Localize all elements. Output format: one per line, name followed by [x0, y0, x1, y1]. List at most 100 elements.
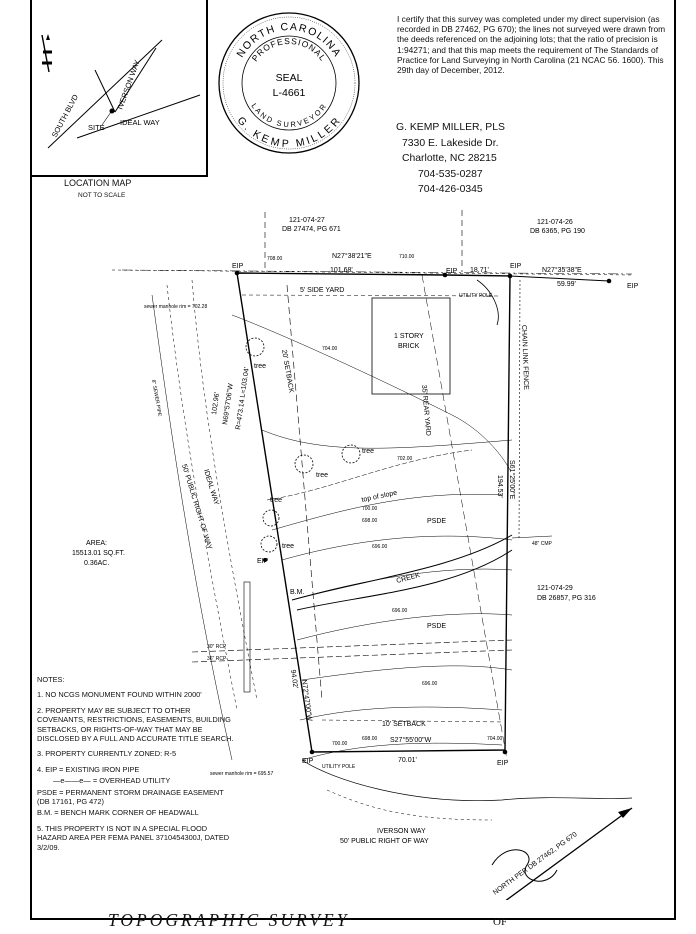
contour-label: 696.00: [392, 608, 408, 614]
contour-label: 700.00: [332, 741, 348, 747]
location-map-title: LOCATION MAP: [64, 178, 132, 188]
note-item: 3. PROPERTY CURRENTLY ZONED: R-5: [37, 749, 177, 759]
parcel-top-ref: DB 27474, PG 671: [282, 226, 341, 233]
parcel-bottom-right-ref: DB 26857, PG 316: [537, 595, 596, 602]
building-label-2: BRICK: [398, 343, 420, 350]
bearing-bottom: S27°55'00"W: [390, 736, 432, 744]
psde-label-1: PSDE: [427, 518, 446, 525]
note-item: 5. THIS PROPERTY IS NOT IN A SPECIAL FLO…: [37, 823, 230, 852]
ideal-way-row-label: IDEAL WAY: [202, 469, 220, 507]
creek-label: CREEK: [396, 572, 421, 585]
left-bottom-bearing: N72°47'00"W: [300, 679, 314, 722]
page-title-suffix: OF: [493, 916, 508, 928]
rcp-2-label: 36" RCP: [207, 656, 227, 662]
contour-label: 708.00: [267, 256, 283, 262]
contour-label: 698.00: [362, 518, 378, 524]
sewer-manhole-top: sewer manhole rim = 702.28: [144, 304, 207, 310]
north-arrow-icon: [491, 807, 633, 900]
surveyor-phone-1: 704-535-0287: [418, 168, 483, 180]
contour-label: 702.00: [397, 456, 413, 462]
seal-label: SEAL: [276, 72, 303, 84]
eip-label-2: EIP: [446, 268, 458, 275]
top-of-slope-label: top of slope: [361, 490, 398, 504]
right-bearing: S61°25'00"E: [508, 460, 516, 500]
contour-label: 698.00: [362, 736, 378, 742]
parcel-right-id: 121-074-26: [537, 219, 573, 226]
tree-label-4: tree: [270, 497, 282, 504]
area-ac: 0.36AC.: [84, 560, 109, 567]
chain-fence-label: CHAIN LINK FENCE: [520, 325, 529, 390]
area-label: AREA:: [86, 540, 107, 547]
notes-block: NOTES: 1. NO NCGS MONUMENT FOUND WITHIN …: [37, 675, 237, 858]
iverson-way-label: IVERSON WAY: [377, 828, 426, 835]
left-bearing: N69°57'06"W: [221, 383, 235, 426]
contour-label: 704.00: [322, 346, 338, 352]
note-item: PSDE = PERMANENT STORM DRAINAGE EASEMENT…: [37, 787, 224, 807]
cmp-label: 48" CMP: [532, 541, 553, 547]
svg-text:LAND SURVEYOR: LAND SURVEYOR: [249, 102, 328, 129]
utility-pole-label-1: UTILITY POLE: [459, 293, 493, 299]
dist-ext: 59.99': [557, 281, 576, 288]
rcp-1-label: 30" RCP: [207, 644, 227, 650]
parcel-right-ref: DB 6365, PG 190: [530, 228, 585, 235]
seal-sub-text: LAND SURVEYOR: [249, 102, 327, 129]
sewer-line-label: 8" SEWER PIPE: [150, 379, 162, 417]
surveyor-address-block: G. KEMP MILLER, PLS 7330 E. Lakeside Dr.…: [396, 120, 596, 198]
seal-bottom-text: G. KEMP MILLER: [235, 115, 342, 151]
note-item: B.M. = BENCH MARK CORNER OF HEADWALL: [37, 808, 199, 818]
location-map-subtitle: NOT TO SCALE: [78, 192, 126, 199]
north-arrow-icon: [46, 34, 50, 40]
setback-20-label: 20' SETBACK: [280, 349, 295, 394]
ideal-way-label: IDEAL WAY: [120, 118, 160, 127]
left-bottom-dist: 94.02': [289, 669, 299, 689]
eip-label-4: EIP: [627, 283, 639, 290]
contour-label: 710.00: [399, 254, 415, 260]
page-title: TOPOGRAPHIC SURVEY: [108, 910, 350, 930]
tree-label-1: tree: [254, 363, 266, 370]
area-sqft: 15513.01 SQ.FT.: [72, 550, 125, 557]
survey-plat: 121-074-27 DB 27474, PG 671 121-074-26 D…: [72, 210, 639, 900]
eip-label-6: EIP: [497, 760, 509, 767]
surveyor-street: 7330 E. Lakeside Dr.: [402, 137, 499, 149]
dist-bottom: 70.01': [398, 757, 417, 764]
utility-pole-label-2: UTILITY POLE: [322, 764, 356, 770]
contour-label: 696.00: [372, 544, 388, 550]
left-dist-2: 102.96': [211, 392, 221, 416]
parcel-bottom-right-id: 121-074-29: [537, 585, 573, 592]
bearing-ext: N27°35'38"E: [542, 266, 582, 274]
setback-10-label: 10' SETBACK: [382, 721, 426, 728]
location-map-drawing: SOUTH BLVD IVERSON WAY IDEAL WAY SITE: [41, 34, 201, 149]
building-label-1: 1 STORY: [394, 333, 424, 340]
parcel-top-id: 121-074-27: [289, 217, 325, 224]
bearing-top: N27°38'21"E: [332, 252, 372, 260]
psde-label-2: PSDE: [427, 623, 446, 630]
note-item: 2. PROPERTY MAY BE SUBJECT TO OTHER COVE…: [37, 705, 234, 744]
right-dist: 194.53': [496, 475, 503, 498]
eip-label-7: EIP: [257, 558, 269, 565]
dist-top-ext: 18.71': [470, 267, 489, 274]
bm-label: B.M.: [290, 589, 304, 596]
certification-text: I certify that this survey was completed…: [397, 14, 666, 76]
site-label: SITE: [88, 123, 105, 132]
tree-label-3: tree: [362, 448, 374, 455]
contour-label: 700.00: [362, 506, 378, 512]
drawing-border: [30, 0, 676, 920]
notes-heading: NOTES:: [37, 675, 65, 684]
note-item: 4. EIP = EXISTING IRON PIPE: [37, 764, 140, 774]
contour-label: 704.00: [487, 736, 503, 742]
note-item: 1. NO NCGS MONUMENT FOUND WITHIN 2000': [37, 690, 202, 700]
surveyor-name: G. KEMP MILLER, PLS: [396, 122, 505, 133]
north-ref-label: NORTH PER DB 27462, PG 670: [492, 831, 579, 897]
location-map-box: SOUTH BLVD IVERSON WAY IDEAL WAY SITE: [30, 0, 208, 177]
eip-label-1: EIP: [232, 263, 244, 270]
surveyor-phone-2: 704-426-0345: [418, 184, 483, 196]
note-item: —e——e— = OVERHEAD UTILITY: [53, 776, 171, 786]
contour-label: 696.00: [422, 681, 438, 687]
eip-label-5: EIP: [302, 758, 314, 765]
iverson-way-label: IVERSON WAY: [115, 59, 141, 111]
eip-label-3: EIP: [510, 263, 522, 270]
tree-label-5: tree: [282, 543, 294, 550]
rear-yard-label: 35' REAR YARD: [420, 385, 431, 437]
dist-top: 101.68': [330, 267, 353, 274]
svg-text:G. KEMP MILLER: G. KEMP MILLER: [235, 115, 344, 151]
